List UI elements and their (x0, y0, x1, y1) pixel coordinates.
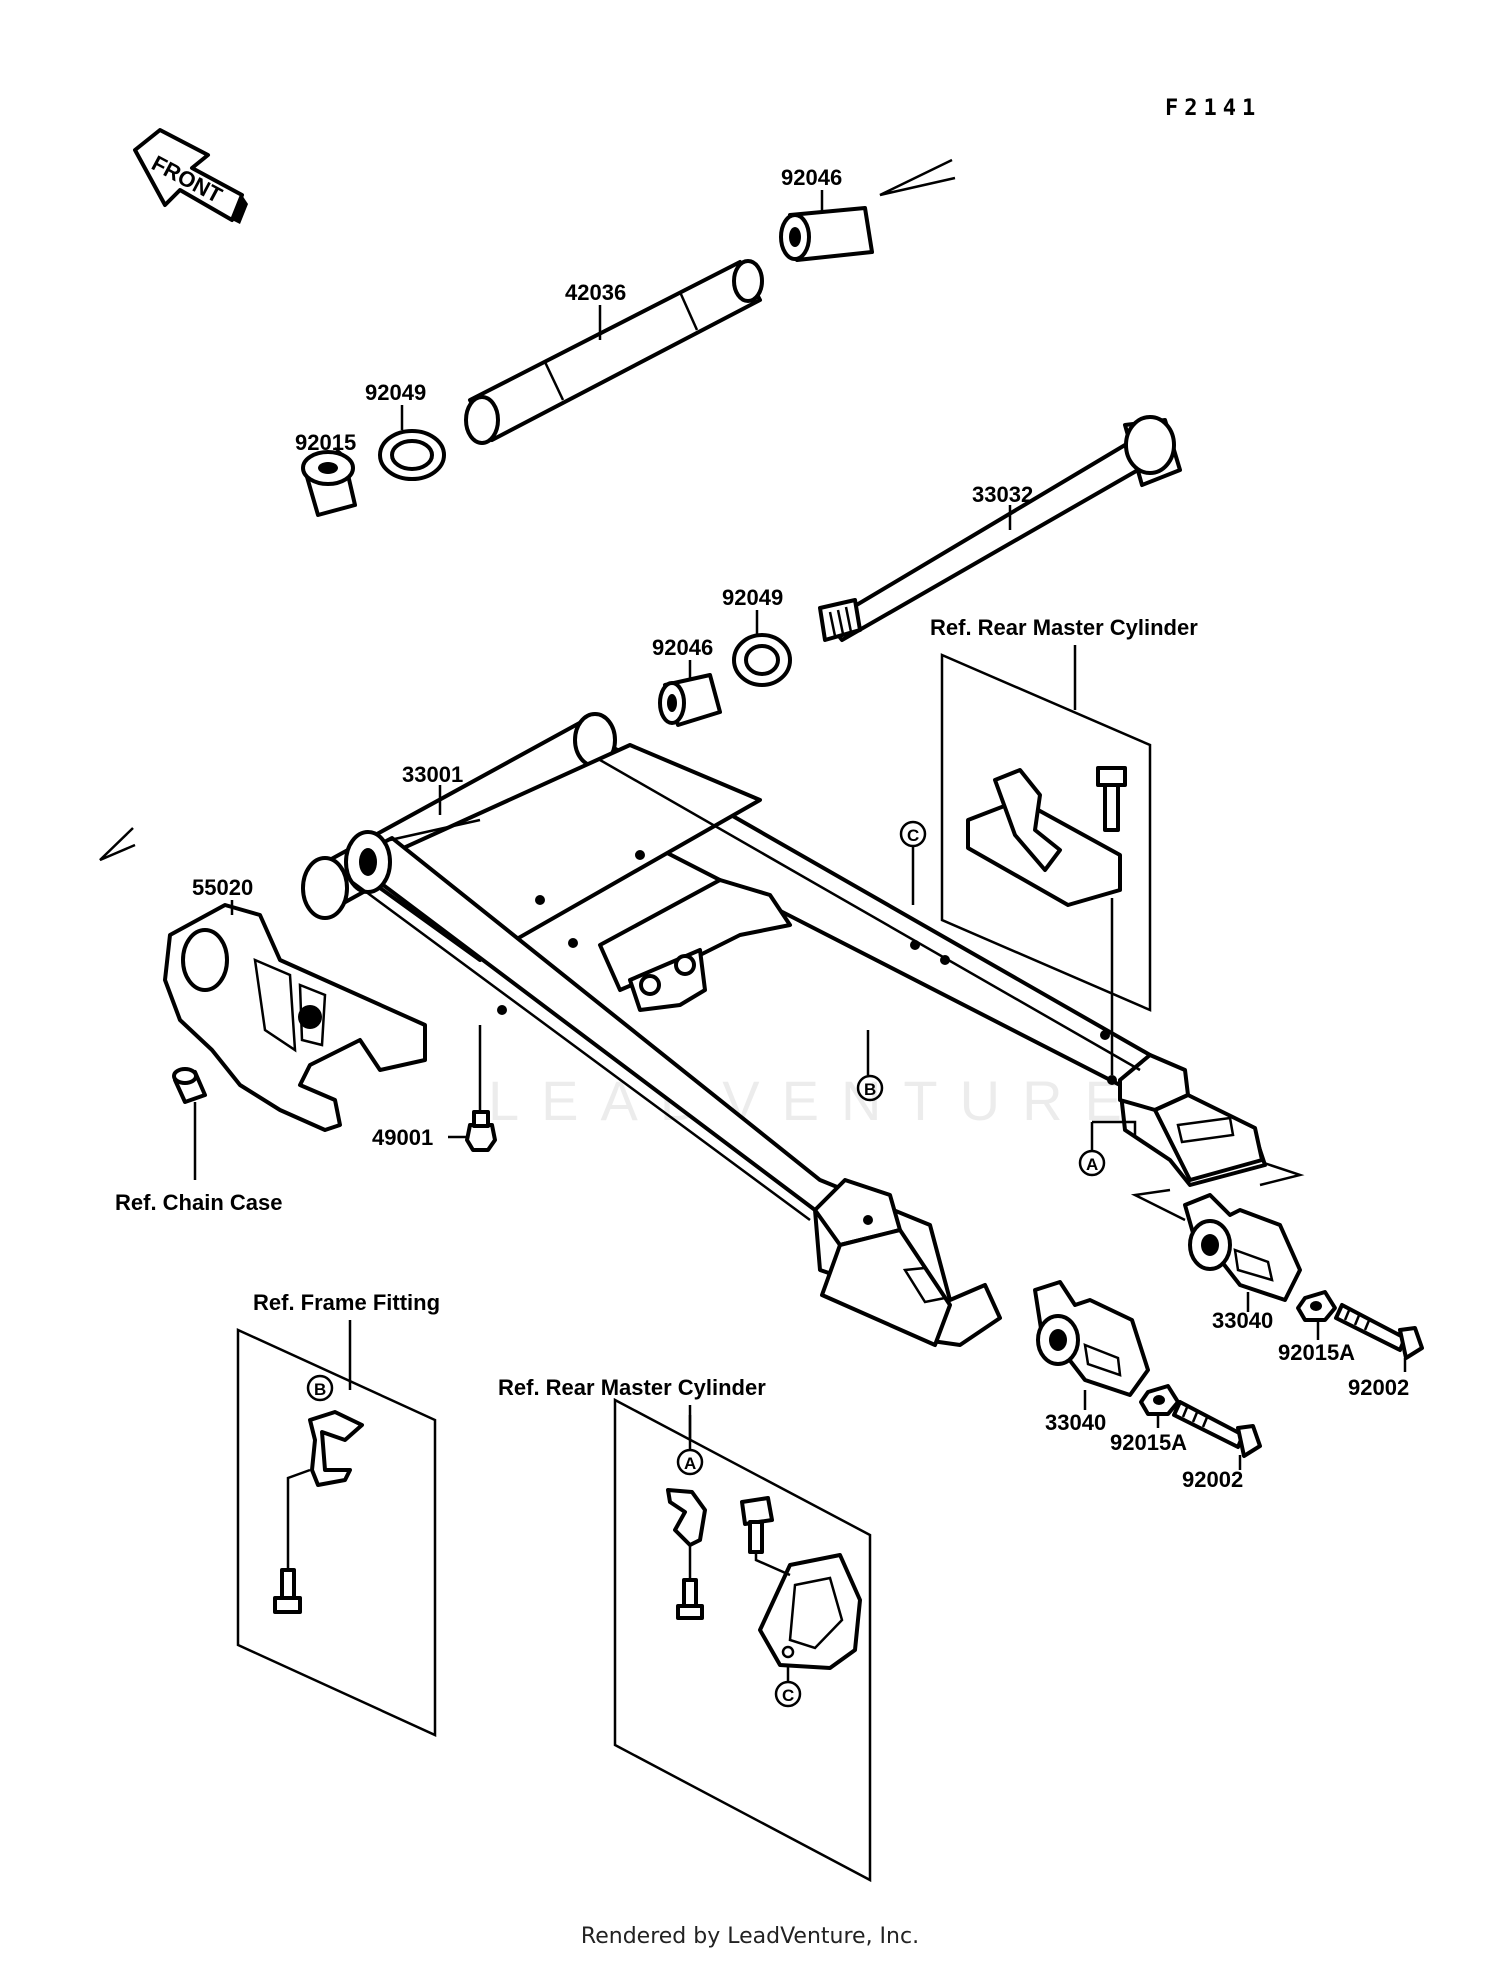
marker-b-frame-label: B (314, 1380, 326, 1399)
watermark: LEADVENTURE (488, 1069, 1144, 1132)
label-55020: 55020 (192, 875, 253, 900)
label-92015A-right: 92015A (1278, 1340, 1355, 1365)
label-92049-left: 92049 (365, 380, 426, 405)
ref-frame-fitting: Ref. Frame Fitting (253, 1290, 440, 1315)
marker-c-bottom: C (774, 1680, 802, 1708)
label-92015A-left: 92015A (1110, 1430, 1187, 1455)
label-33040-left: 33040 (1045, 1410, 1106, 1435)
master-cylinder-bracket (966, 766, 1127, 907)
swingarm-33001 (301, 712, 1267, 1347)
front-arrow-icon: FRONT (133, 128, 248, 224)
collar-92015 (301, 450, 357, 517)
ref-panel-top (940, 653, 1152, 1012)
nut-92015A-right (1296, 1290, 1337, 1322)
oil-seal-92049-left (378, 429, 446, 481)
label-49001: 49001 (372, 1125, 433, 1150)
marker-c-swingarm-label: C (907, 826, 919, 845)
guard-screw (740, 1496, 774, 1554)
bolt-92002-left (1172, 1400, 1262, 1458)
label-33040-right: 33040 (1212, 1308, 1273, 1333)
marker-c-swingarm: C (899, 820, 927, 848)
label-33001: 33001 (402, 762, 463, 787)
label-92046-top: 92046 (781, 165, 842, 190)
needle-bearing-92046-mid (658, 673, 722, 727)
label-92046-mid: 92046 (652, 635, 713, 660)
oil-seal-92049-mid (732, 633, 792, 687)
marker-a-swingarm: A (1078, 1149, 1106, 1177)
bolt-92002-right (1334, 1303, 1424, 1360)
label-42036: 42036 (565, 280, 626, 305)
needle-bearing-92046-top (779, 206, 874, 262)
chain-adjuster-33040-left (1033, 1280, 1150, 1397)
marker-b-frame: B (306, 1374, 334, 1402)
clamp-bolt (676, 1578, 704, 1620)
chain-case-pin (172, 1067, 207, 1104)
ref-rear-master-cylinder-bottom: Ref. Rear Master Cylinder (498, 1375, 766, 1400)
perspective-tick-marks (99, 158, 1305, 1222)
ref-panel-frame-fitting (236, 1328, 437, 1737)
ref-rear-master-cylinder-top: Ref. Rear Master Cylinder (930, 615, 1198, 640)
frame-fitting-clip (308, 1410, 364, 1487)
marker-a-bottom: A (676, 1448, 704, 1476)
marker-b-swingarm-label: B (864, 1080, 876, 1099)
label-92049-mid: 92049 (722, 585, 783, 610)
label-92002-right: 92002 (1348, 1375, 1409, 1400)
frame-fitting-bolt (273, 1568, 302, 1614)
grease-nipple-49001 (465, 1110, 497, 1152)
hose-clamp (666, 1488, 707, 1547)
chain-adjuster-33040-right (1183, 1193, 1302, 1302)
label-92002-left: 92002 (1182, 1467, 1243, 1492)
sleeve-42036 (464, 259, 764, 445)
pivot-shaft-33032 (818, 415, 1182, 642)
ref-panel-bottom (613, 1397, 872, 1883)
marker-a-swingarm-label: A (1086, 1155, 1098, 1174)
label-92015: 92015 (295, 430, 356, 455)
label-33032: 33032 (972, 482, 1033, 507)
nut-92015A-left (1139, 1384, 1180, 1416)
master-cylinder-guard (758, 1553, 862, 1670)
marker-c-bottom-label: C (782, 1686, 794, 1705)
ref-chain-case: Ref. Chain Case (115, 1190, 283, 1215)
chain-guard-55020 (163, 903, 427, 1132)
figure-code: F2141 (1165, 96, 1261, 121)
footer-credit: Rendered by LeadVenture, Inc. (580, 1924, 920, 1949)
marker-b-swingarm: B (856, 1074, 884, 1102)
marker-a-bottom-label: A (684, 1454, 696, 1473)
